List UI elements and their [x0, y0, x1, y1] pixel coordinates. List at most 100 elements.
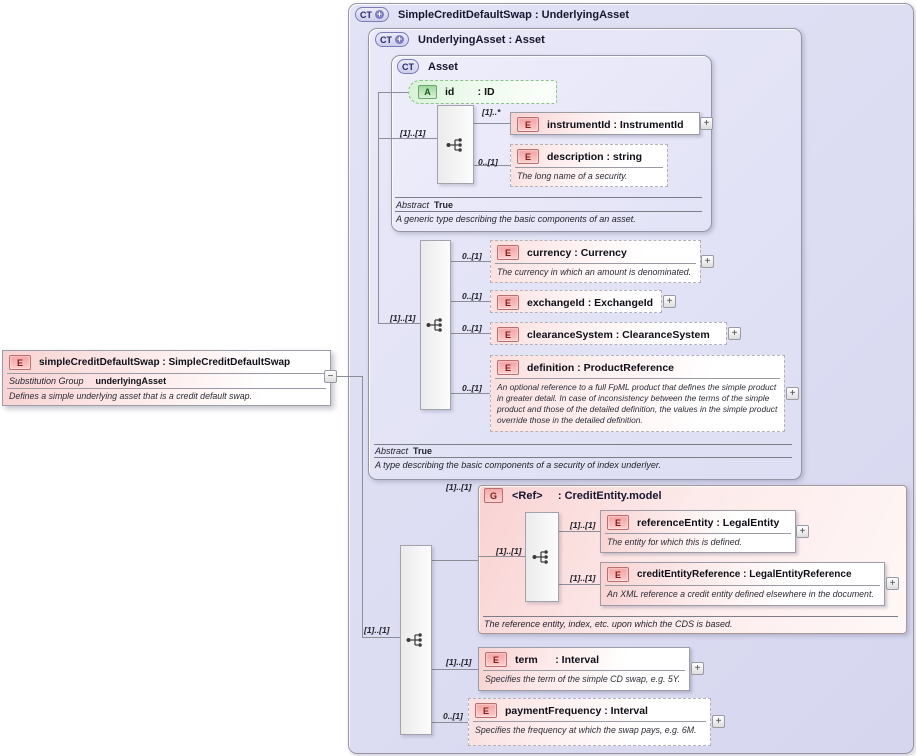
element-title: creditEntityReference : LegalEntityRefer…	[637, 569, 852, 580]
element-clearanceSystem[interactable]: E clearanceSystem : ClearanceSystem	[490, 322, 727, 345]
attribute-title: id : ID	[445, 86, 495, 98]
connector-line	[430, 560, 478, 561]
connector-line	[378, 92, 379, 323]
abstract-label: Abstract	[375, 446, 409, 456]
divider	[483, 616, 898, 617]
element-title: exchangeId : ExchangeId	[527, 296, 654, 309]
element-title-row: E definition : ProductReference	[491, 356, 784, 377]
divider	[395, 197, 702, 198]
ct-plus-icon: +	[375, 9, 384, 19]
expand-icon[interactable]: +	[786, 387, 799, 400]
occurrence-label: 0..[1]	[462, 383, 482, 393]
expand-icon[interactable]: +	[712, 715, 725, 728]
expand-icon[interactable]: +	[701, 255, 714, 268]
ct-badge-label: CT	[360, 9, 372, 20]
connector-line	[472, 123, 510, 124]
expand-icon[interactable]: +	[886, 577, 899, 590]
abstract-value: True	[434, 200, 454, 210]
element-title: definition : ProductReference	[527, 361, 675, 374]
element-title: referenceEntity : LegalEntity	[637, 516, 780, 529]
divider	[515, 167, 663, 168]
occurrence-label: [1]..[1]	[400, 128, 426, 138]
occurrence-label: [1]..*	[482, 107, 501, 117]
element-term[interactable]: E term : Interval Specifies the term of …	[478, 647, 690, 691]
outer-panel-header: CT + SimpleCreditDefaultSwap : Underlyin…	[355, 7, 629, 22]
element-badge: E	[517, 117, 539, 132]
element-definition[interactable]: E definition : ProductReference An optio…	[490, 355, 785, 432]
sequence-connector[interactable]	[437, 105, 474, 184]
connector-line	[449, 333, 490, 334]
occurrence-label: [1]..[1]	[364, 625, 390, 635]
attribute-badge: A	[418, 85, 437, 99]
connector-line	[378, 92, 408, 93]
ct-badge-label: CT	[380, 34, 392, 45]
element-badge: E	[607, 567, 629, 582]
panel-annotation: A type describing the basic components o…	[375, 460, 661, 470]
substitution-group-value: underlyingAsset	[95, 376, 167, 386]
complex-type-badge: CT +	[375, 32, 409, 47]
element-referenceEntity[interactable]: E referenceEntity : LegalEntity The enti…	[600, 510, 796, 553]
element-creditEntityReference[interactable]: E creditEntityReference : LegalEntityRef…	[600, 562, 885, 606]
panel-title: UnderlyingAsset : Asset	[418, 33, 545, 46]
divider	[495, 378, 780, 379]
element-title-row: E creditEntityReference : LegalEntityRef…	[601, 563, 884, 584]
connector-line	[472, 165, 510, 166]
sequence-connector[interactable]	[420, 240, 451, 410]
element-paymentFrequency[interactable]: E paymentFrequency : Interval Specifies …	[468, 698, 711, 746]
occurrence-label: 0..[1]	[462, 251, 482, 261]
sequence-icon	[532, 550, 548, 564]
panel-title: SimpleCreditDefaultSwap : UnderlyingAsse…	[398, 8, 630, 21]
occurrence-label: 0..[1]	[478, 157, 498, 167]
divider	[374, 444, 792, 445]
element-badge: E	[485, 652, 507, 667]
sequence-connector[interactable]	[400, 545, 432, 735]
element-badge: E	[497, 327, 519, 342]
ct-badge-label: CT	[402, 61, 414, 72]
element-badge: E	[497, 295, 519, 310]
sequence-icon	[426, 318, 442, 332]
element-badge: E	[497, 245, 519, 260]
occurrence-label: 0..[1]	[443, 711, 463, 721]
panel-annotation: A generic type describing the basic comp…	[396, 214, 636, 224]
element-title: clearanceSystem : ClearanceSystem	[527, 328, 710, 341]
divider	[374, 457, 792, 458]
element-title: paymentFrequency : Interval	[505, 704, 648, 717]
divider	[7, 373, 326, 374]
element-simpleCreditDefaultSwap[interactable]: E simpleCreditDefaultSwap : SimpleCredit…	[2, 350, 331, 406]
occurrence-label: [1]..[1]	[496, 546, 522, 556]
asset-header: CT Asset	[397, 59, 458, 74]
expand-icon[interactable]: +	[663, 295, 676, 308]
element-instrumentId[interactable]: E instrumentId : InstrumentId	[510, 112, 700, 135]
connector-line	[449, 261, 490, 262]
occurrence-label: [1]..[1]	[570, 573, 596, 583]
element-badge: E	[517, 149, 539, 164]
element-annotation: The entity for which this is defined.	[607, 537, 742, 547]
occurrence-label: [1]..[1]	[446, 657, 472, 667]
expand-icon[interactable]: +	[728, 327, 741, 340]
collapse-icon[interactable]: −	[324, 370, 337, 383]
expand-icon[interactable]: +	[691, 662, 704, 675]
element-currency[interactable]: E currency : Currency The currency in wh…	[490, 240, 701, 283]
element-description[interactable]: E description : string The long name of …	[510, 144, 668, 187]
element-annotation: An optional reference to a full FpML pro…	[497, 382, 778, 425]
occurrence-label: [1]..[1]	[570, 520, 596, 530]
connector-line	[378, 138, 437, 139]
panel-title: Asset	[428, 60, 458, 73]
sequence-connector[interactable]	[525, 512, 559, 602]
divider	[605, 585, 880, 586]
element-badge: E	[9, 355, 31, 370]
occurrence-label: 0..[1]	[462, 323, 482, 333]
element-title-row: E instrumentId : InstrumentId	[511, 113, 699, 134]
occurrence-label: 0..[1]	[462, 291, 482, 301]
connector-line	[430, 722, 468, 723]
connector-line	[478, 556, 525, 557]
attribute-id[interactable]: A id : ID	[408, 80, 557, 104]
group-title: <Ref> : CreditEntity.model	[512, 489, 662, 502]
element-title-row: E referenceEntity : LegalEntity	[601, 511, 795, 532]
expand-icon[interactable]: +	[796, 525, 809, 538]
expand-icon[interactable]: +	[700, 117, 713, 130]
element-exchangeId[interactable]: E exchangeId : ExchangeId	[490, 290, 662, 313]
occurrence-label: [1]..[1]	[390, 313, 416, 323]
abstract-label: Abstract	[396, 200, 430, 210]
element-annotation: Specifies the frequency at which the swa…	[475, 725, 697, 735]
